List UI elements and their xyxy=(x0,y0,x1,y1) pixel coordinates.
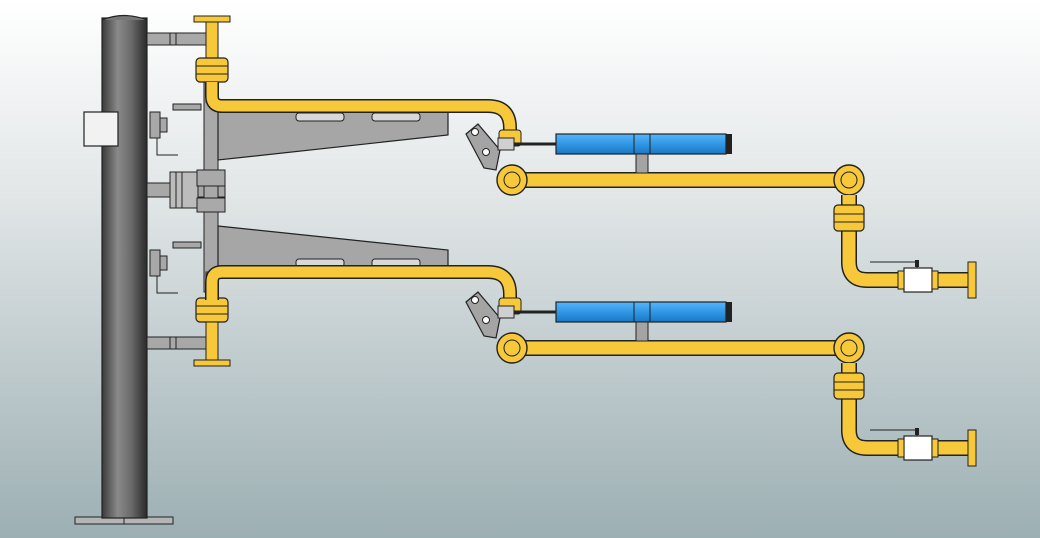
support-column xyxy=(74,14,226,525)
upper-inlet-swivel xyxy=(195,57,229,83)
upper-arm-bracket xyxy=(217,111,449,161)
lower-outer-swivel xyxy=(833,332,865,364)
upper-inlet-flange xyxy=(193,15,231,23)
top-clamp xyxy=(146,32,212,46)
lower-inlet-swivel xyxy=(195,297,229,323)
upper-hydraulic-cylinder xyxy=(465,123,732,174)
lower-drop-swivel xyxy=(833,372,865,400)
upper-outer-swivel xyxy=(833,164,865,196)
upper-lug xyxy=(149,103,202,156)
lower-outlet-valve xyxy=(870,428,977,467)
column-top-cap xyxy=(101,14,148,21)
upper-cylinder-barrel xyxy=(555,133,727,155)
upper-cylinder-mount xyxy=(635,153,649,174)
lower-inlet-flange xyxy=(193,359,231,367)
lower-outlet-flange xyxy=(967,429,977,467)
lower-loading-arm xyxy=(205,265,970,456)
lower-apex-swivel xyxy=(496,332,528,364)
junction-box xyxy=(83,111,119,147)
lower-hydraulic-cylinder xyxy=(465,291,732,342)
lower-lug xyxy=(149,241,202,294)
bottom-clamp xyxy=(146,336,212,350)
upper-outlet-valve xyxy=(870,260,977,299)
lower-cylinder-mount xyxy=(635,321,649,342)
upper-outlet-flange xyxy=(967,261,977,299)
column-body xyxy=(101,17,148,519)
upper-apex-swivel xyxy=(496,164,528,196)
upper-loading-arm xyxy=(205,82,970,288)
upper-drop-swivel xyxy=(833,204,865,232)
lower-cylinder-barrel xyxy=(555,301,727,323)
